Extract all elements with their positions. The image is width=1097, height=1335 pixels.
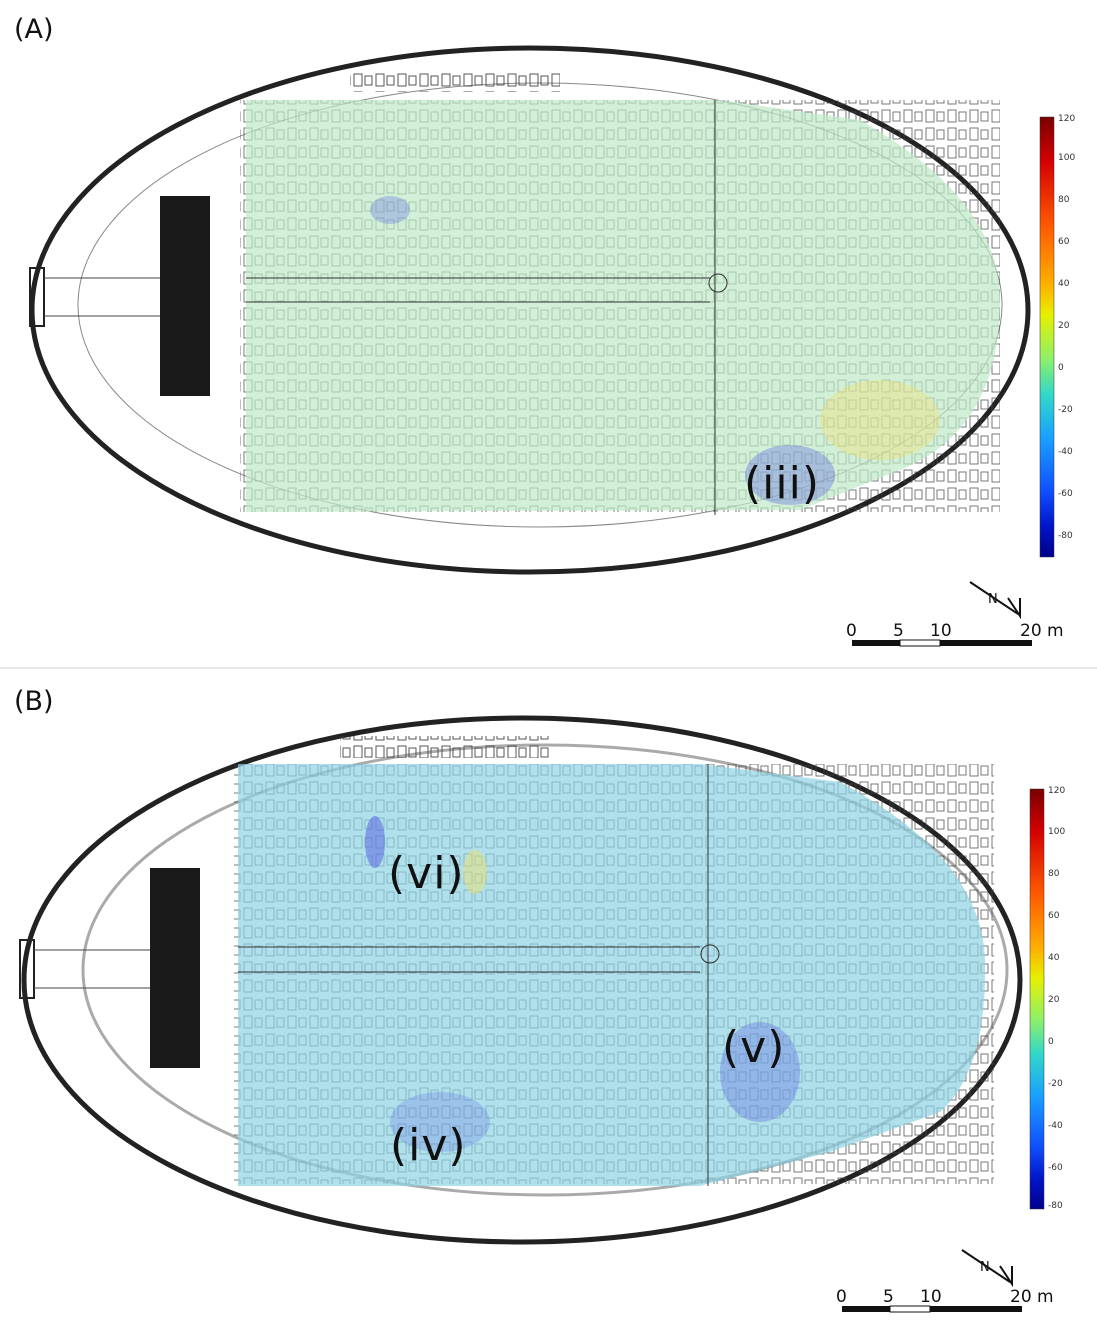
colorbar-tick: -20: [1058, 405, 1073, 415]
outer-fence: [29, 45, 1031, 575]
colorbar-tick: 40: [1048, 953, 1060, 963]
colorbar-ticks: 120 100 80 60 40 20 0 -20 -40 -60 -80: [1058, 114, 1075, 541]
colorbar-ticks: 120 100 80 60 40 20 0 -20 -40 -60 -80: [1048, 786, 1065, 1211]
colorbar-tick: 20: [1058, 321, 1070, 331]
colorbar-tick: -60: [1058, 489, 1073, 499]
scale-tick: 10: [920, 1287, 942, 1307]
scale-bar: 0 5 10 20 m: [846, 621, 1064, 647]
panel-b: 120 100 80 60 40 20 0 -20 -40 -60 -80 N …: [0, 672, 1097, 1335]
colorbar-tick: 0: [1048, 1037, 1054, 1047]
panel-a: 120 100 80 60 40 20 0 -20 -40 -60 -80 N …: [0, 0, 1097, 665]
scale-tick: 20 m: [1020, 621, 1064, 641]
colorbar-tick: 100: [1048, 827, 1065, 837]
anomaly-iv: [390, 1092, 490, 1152]
colorbar-tick: 60: [1048, 911, 1060, 921]
callout-iii: (iii): [744, 458, 821, 509]
site-map-b: 120 100 80 60 40 20 0 -20 -40 -60 -80 N …: [19, 715, 1065, 1313]
scale-tick: 0: [846, 621, 857, 641]
outer-fence: [21, 715, 1023, 1245]
callout-iv: (iv): [390, 1120, 467, 1171]
colorbar-tick: -60: [1048, 1163, 1063, 1173]
colorbar-tick: 60: [1058, 237, 1070, 247]
colorbar: [1029, 788, 1045, 1210]
colorbar-tick: -20: [1048, 1079, 1063, 1089]
colorbar: [1039, 116, 1055, 558]
chapel-building: [160, 196, 210, 396]
colorbar-tick: -40: [1048, 1121, 1063, 1131]
anomaly-v: [720, 1022, 800, 1122]
anomaly-vi: [365, 816, 385, 868]
gpr-overlay: [238, 764, 986, 1186]
colorbar-tick: -80: [1048, 1201, 1063, 1211]
site-map-a: 120 100 80 60 40 20 0 -20 -40 -60 -80 N …: [29, 45, 1075, 647]
colorbar-tick: 20: [1048, 995, 1060, 1005]
colorbar-tick: 80: [1058, 195, 1070, 205]
panel-divider: [0, 667, 1097, 669]
entrance-gate: [19, 939, 35, 999]
scale-tick: 5: [893, 621, 904, 641]
scale-tick: 5: [883, 1287, 894, 1307]
colorbar-tick: 0: [1058, 363, 1064, 373]
colorbar-tick: -40: [1058, 447, 1073, 457]
north-label: N: [988, 592, 998, 607]
colorbar-tick: 120: [1048, 786, 1065, 796]
colorbar-tick: 40: [1058, 279, 1070, 289]
panel-label-b: (B): [14, 686, 54, 717]
anomaly-iii: [745, 445, 835, 505]
colorbar-tick: 100: [1058, 153, 1075, 163]
scale-tick: 0: [836, 1287, 847, 1307]
chapel-building: [150, 868, 200, 1068]
scale-bar: 0 5 10 20 m: [836, 1287, 1054, 1313]
scale-tick: 10: [930, 621, 952, 641]
north-label: N: [980, 1260, 990, 1275]
north-arrow-icon: N: [961, 1249, 1013, 1288]
colorbar-tick: 120: [1058, 114, 1075, 124]
colorbar-tick: -80: [1058, 531, 1073, 541]
entrance-gate: [29, 267, 45, 327]
panel-label-a: (A): [14, 14, 54, 45]
gpr-overlay: [246, 100, 1000, 512]
callout-v: (v): [722, 1022, 786, 1073]
callout-vi: (vi): [388, 848, 465, 899]
scale-tick: 20 m: [1010, 1287, 1054, 1307]
colorbar-tick: 80: [1048, 869, 1060, 879]
north-arrow-icon: N: [969, 581, 1021, 620]
